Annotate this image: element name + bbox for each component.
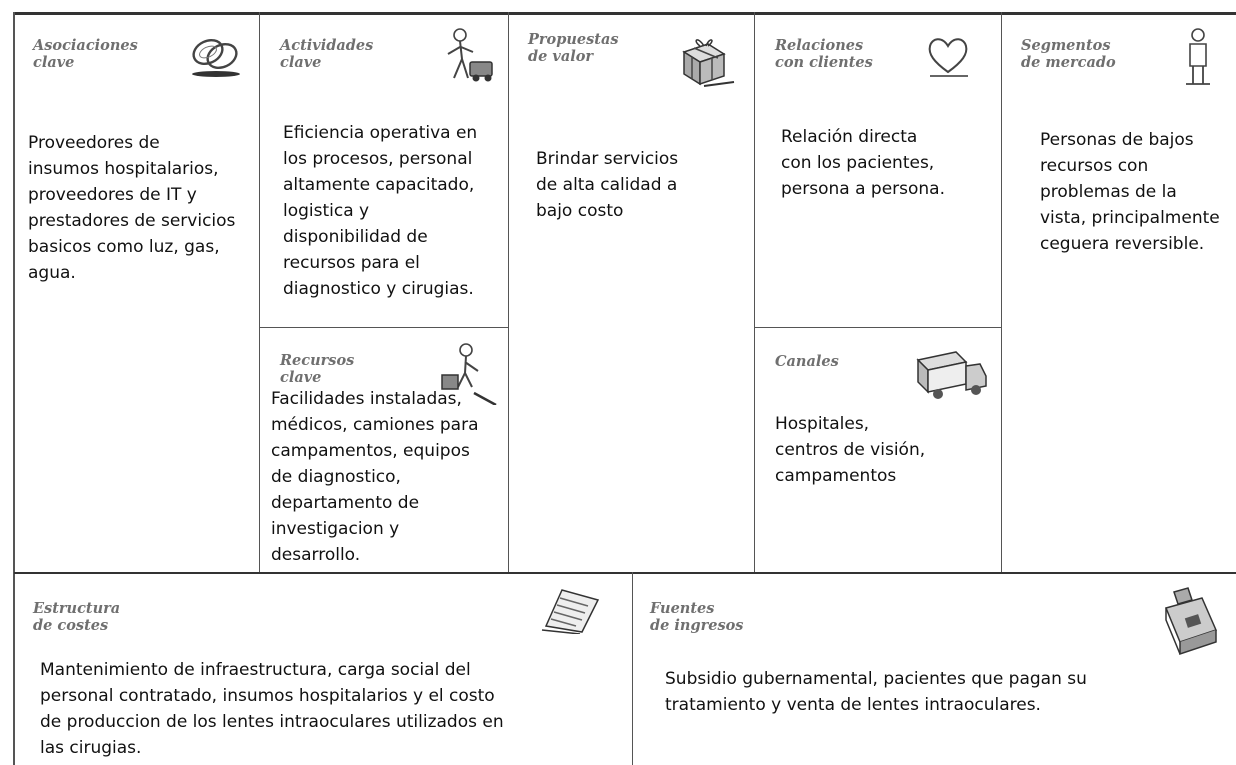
block-text: Relación directa con los pacientes, pers…: [781, 127, 946, 199]
block-text: Hospitales, centros de visión, campament…: [775, 414, 926, 486]
divider-v3: [754, 12, 755, 572]
worker-icon: [440, 26, 496, 84]
receipt-icon: [540, 586, 604, 634]
block-title: Canales: [775, 353, 839, 370]
divider-v2: [508, 12, 509, 572]
block-title: Recursos clave: [280, 352, 355, 386]
block-text: Brindar servicios de alta calidad a bajo…: [536, 149, 679, 221]
left-border: [13, 12, 15, 765]
block-title: Asociaciones clave: [33, 37, 138, 71]
block-text: Subsidio gubernamental, pacientes que pa…: [665, 669, 1087, 715]
block-text: Mantenimiento de infraestructura, carga …: [40, 660, 504, 758]
block-title: Actividades clave: [280, 37, 374, 71]
cash-register-icon: [1158, 584, 1222, 660]
person-icon: [1178, 26, 1218, 88]
block-title: Segmentos de mercado: [1021, 37, 1116, 71]
top-border: [14, 12, 1236, 15]
gift-box-icon: [674, 32, 736, 88]
divider-v-bottom: [632, 572, 633, 765]
block-title: Estructura de costes: [33, 600, 121, 634]
block-title: Fuentes de ingresos: [650, 600, 744, 634]
worker-with-cart-icon: [438, 341, 498, 405]
block-text: Facilidades instaladas, médicos, camione…: [271, 389, 479, 565]
divider-h-relationships: [754, 327, 1001, 328]
divider-h-activities: [259, 327, 508, 328]
block-title: Propuestas de valor: [528, 31, 619, 65]
block-title: Relaciones con clientes: [775, 37, 873, 71]
block-text: Eficiencia operativa en los procesos, pe…: [283, 123, 478, 299]
heart-icon: [924, 34, 972, 78]
truck-icon: [914, 348, 990, 404]
block-text: Proveedores de insumos hospitalarios, pr…: [28, 133, 236, 283]
divider-h-bottom: [14, 572, 1236, 574]
chain-link-icon: [186, 30, 246, 80]
divider-v4: [1001, 12, 1002, 572]
block-text: Personas de bajos recursos con problemas…: [1040, 130, 1220, 254]
divider-v1: [259, 12, 260, 572]
